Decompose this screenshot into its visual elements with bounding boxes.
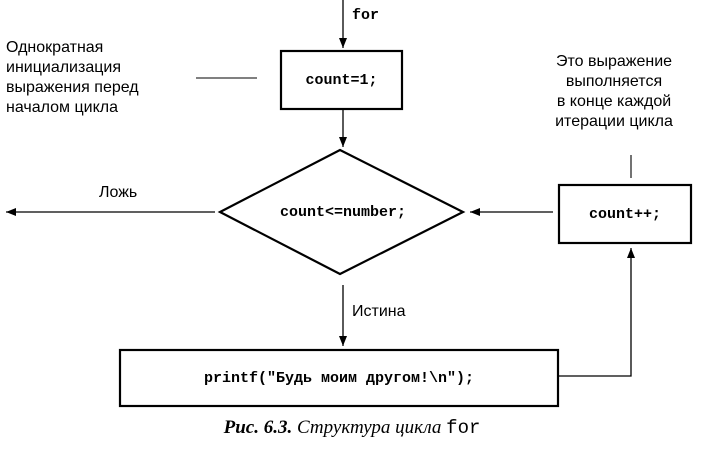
init-box xyxy=(279,49,404,111)
figure-caption: Рис. 6.3. Структура цикла for xyxy=(0,417,704,439)
increment-note: Это выражение выполняется в конце каждой… xyxy=(526,52,702,132)
figure-caption-keyword: for xyxy=(446,417,481,439)
increment-note-line: выполняется xyxy=(565,73,663,90)
false-label: Ложь xyxy=(99,184,138,201)
increment-note-line: Это выражение xyxy=(555,53,673,70)
for-keyword-label: for xyxy=(352,7,380,24)
figure-caption-number: Рис. 6.3. xyxy=(223,417,293,438)
true-label: Истина xyxy=(352,303,406,320)
init-note-line: выражения перед xyxy=(6,79,139,96)
body-box xyxy=(118,348,560,408)
init-note-line: Однократная xyxy=(6,39,104,56)
init-code: count=1; xyxy=(305,71,378,89)
increment-note-line: итерации цикла xyxy=(555,113,673,130)
init-note: Однократная инициализация выражения пере… xyxy=(6,38,139,118)
init-note-line: началом цикла xyxy=(6,99,118,116)
init-note-line: инициализация xyxy=(6,59,121,76)
body-code: printf("Будь моим другом!\n"); xyxy=(203,369,475,387)
figure-caption-title: Структура цикла xyxy=(296,417,442,438)
increment-code: count++; xyxy=(588,205,661,223)
condition-diamond xyxy=(217,148,466,276)
body-to-increment-path xyxy=(558,248,635,377)
condition-code: count<=number; xyxy=(279,203,407,221)
increment-box xyxy=(557,183,693,245)
increment-note-line: в конце каждой xyxy=(556,93,672,110)
